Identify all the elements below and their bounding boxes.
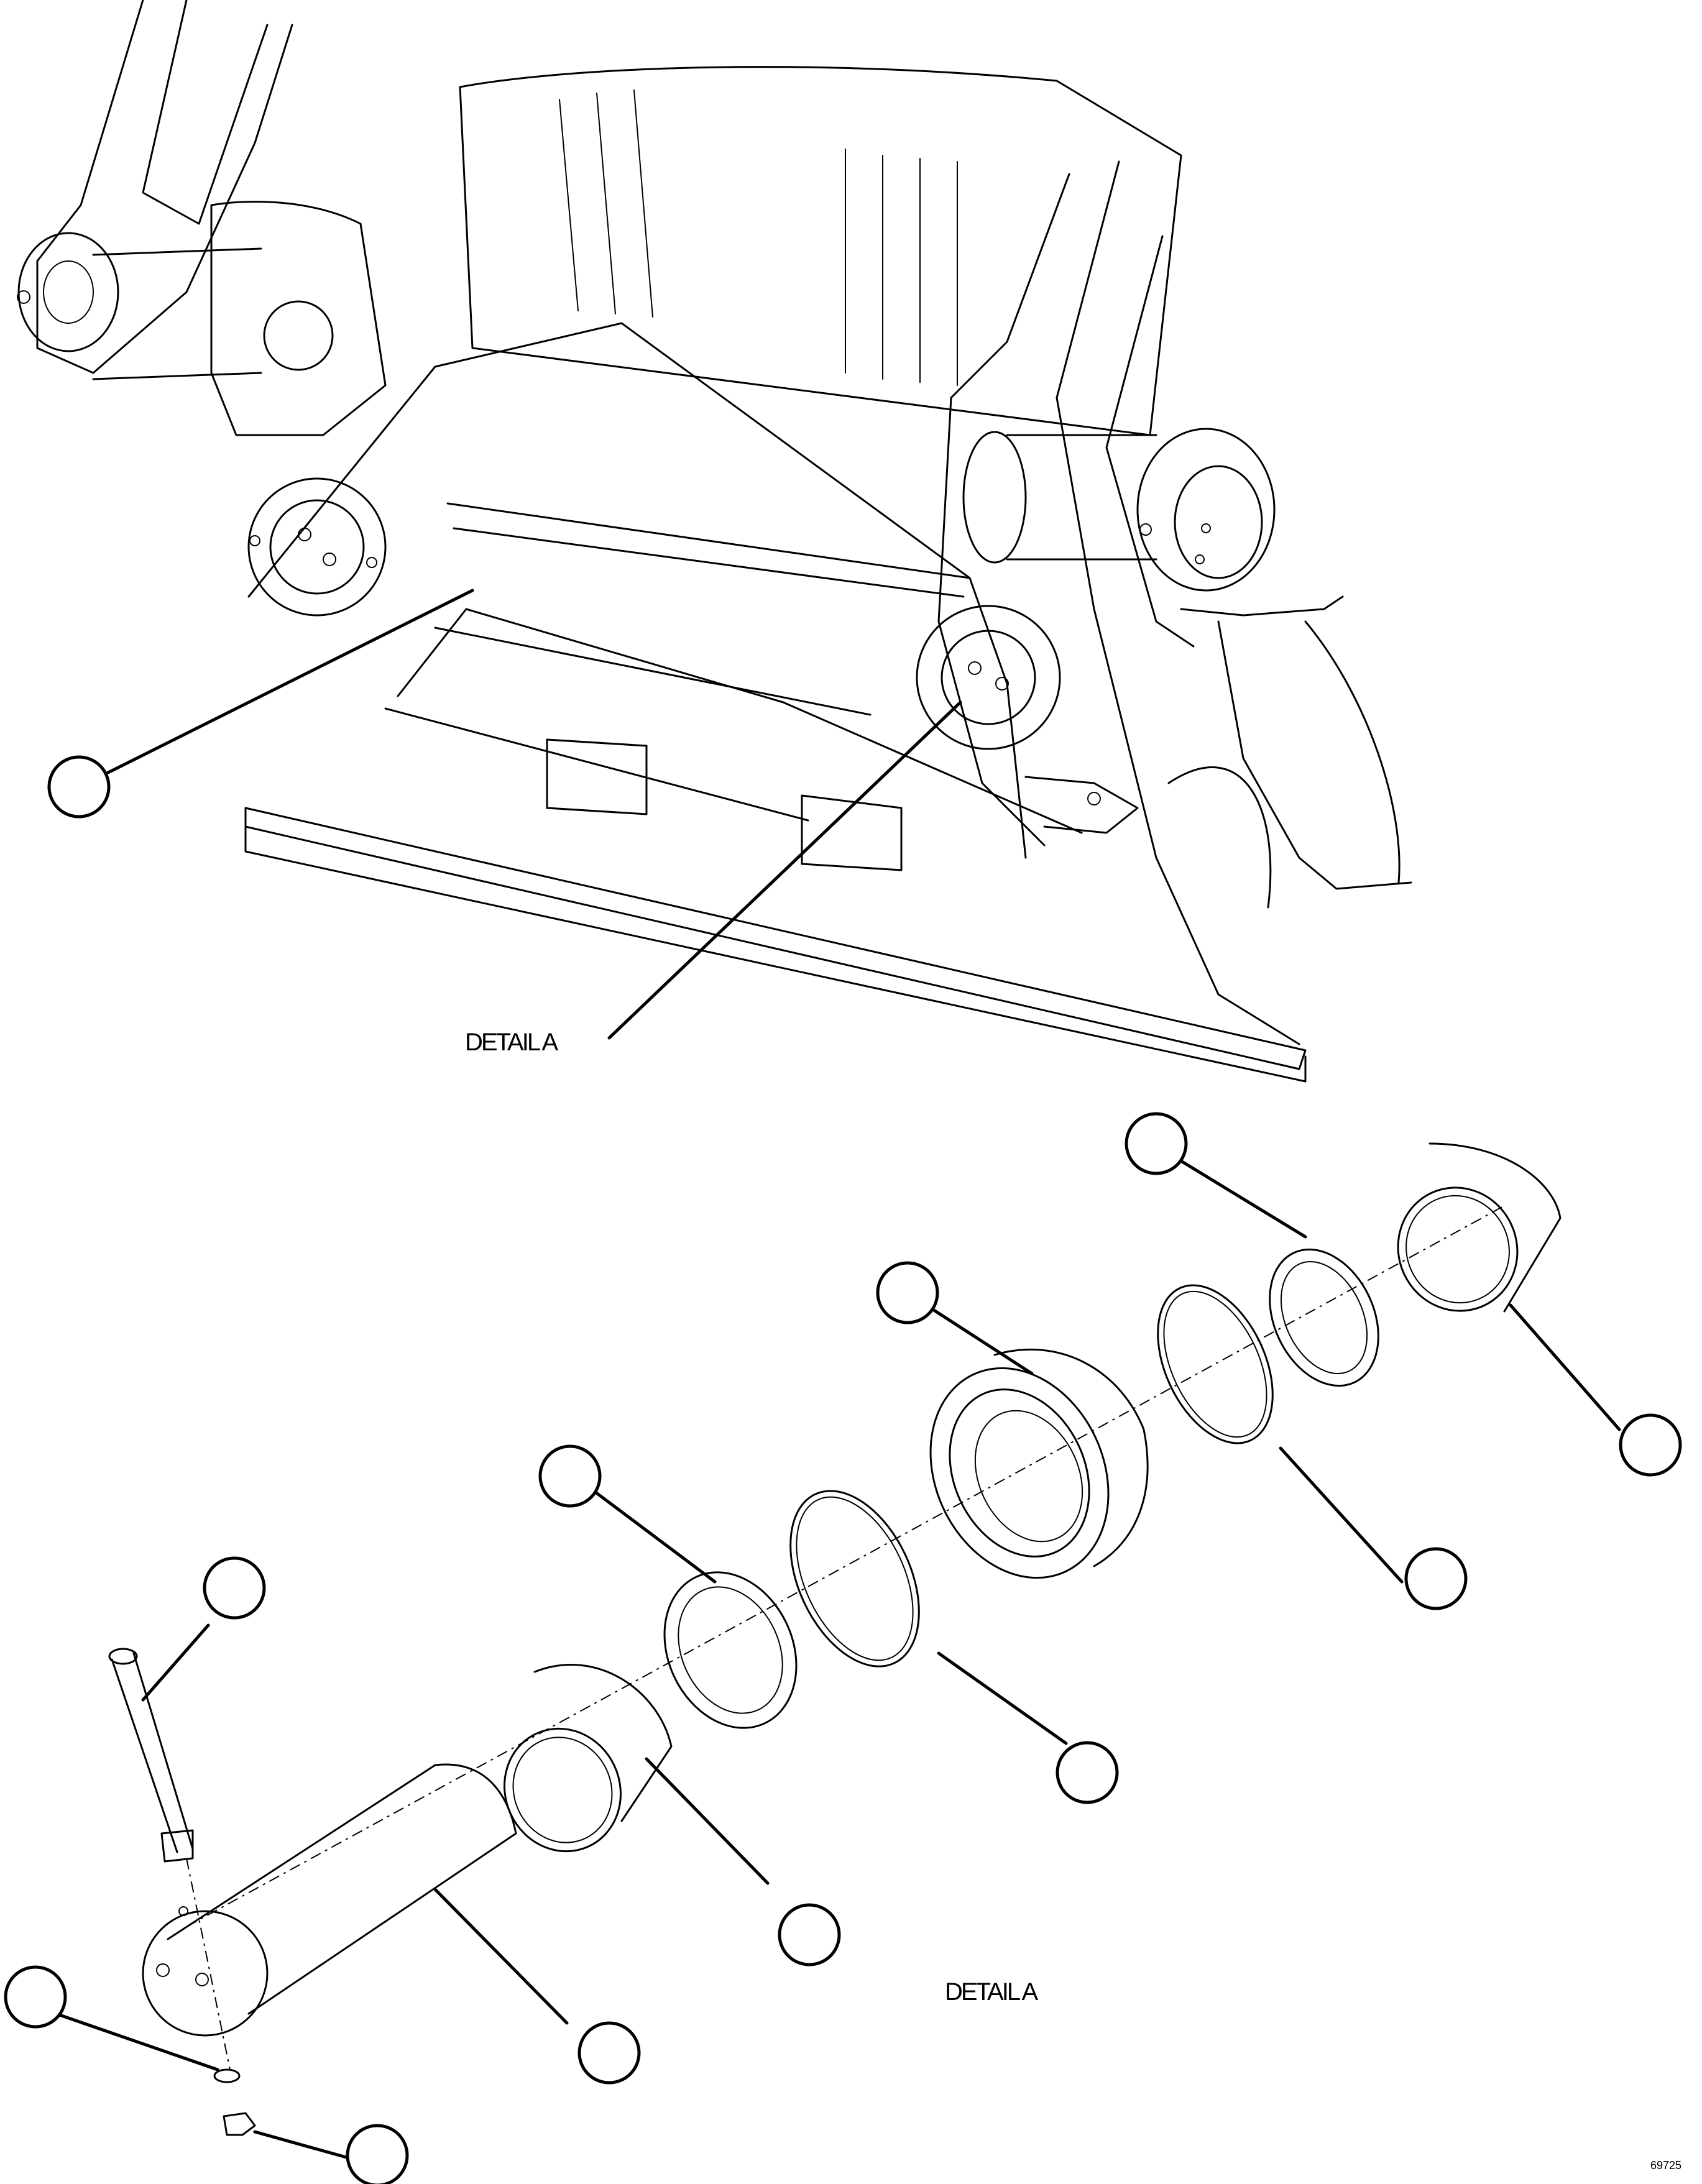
figure-number: 69725 bbox=[1650, 2159, 1681, 2172]
pin-part bbox=[142, 1763, 517, 2037]
leader-lines bbox=[54, 1157, 1621, 2167]
washer-part bbox=[213, 2068, 241, 2083]
spacer-ring-part bbox=[663, 1571, 798, 1729]
snap-ring-part bbox=[789, 1490, 920, 1668]
leader-line bbox=[607, 700, 962, 1040]
spacer-ring-part bbox=[1269, 1248, 1379, 1387]
nut-part bbox=[223, 2112, 256, 2136]
leader-line bbox=[104, 589, 474, 776]
detail-label: DETAIL A bbox=[465, 1029, 558, 1056]
bolt-part bbox=[108, 1648, 231, 2070]
machine-assembly-view bbox=[17, 0, 1412, 1083]
snap-ring-part bbox=[1157, 1284, 1274, 1444]
bushing-part bbox=[1397, 1142, 1562, 1313]
detail-label: DETAIL A bbox=[945, 1978, 1038, 2006]
assembly-centerline bbox=[186, 1205, 1505, 1927]
bushing-part bbox=[504, 1664, 673, 1853]
callout-circles bbox=[4, 1112, 1682, 2184]
bearing-part bbox=[929, 1349, 1149, 1579]
callout-circle bbox=[47, 755, 111, 819]
